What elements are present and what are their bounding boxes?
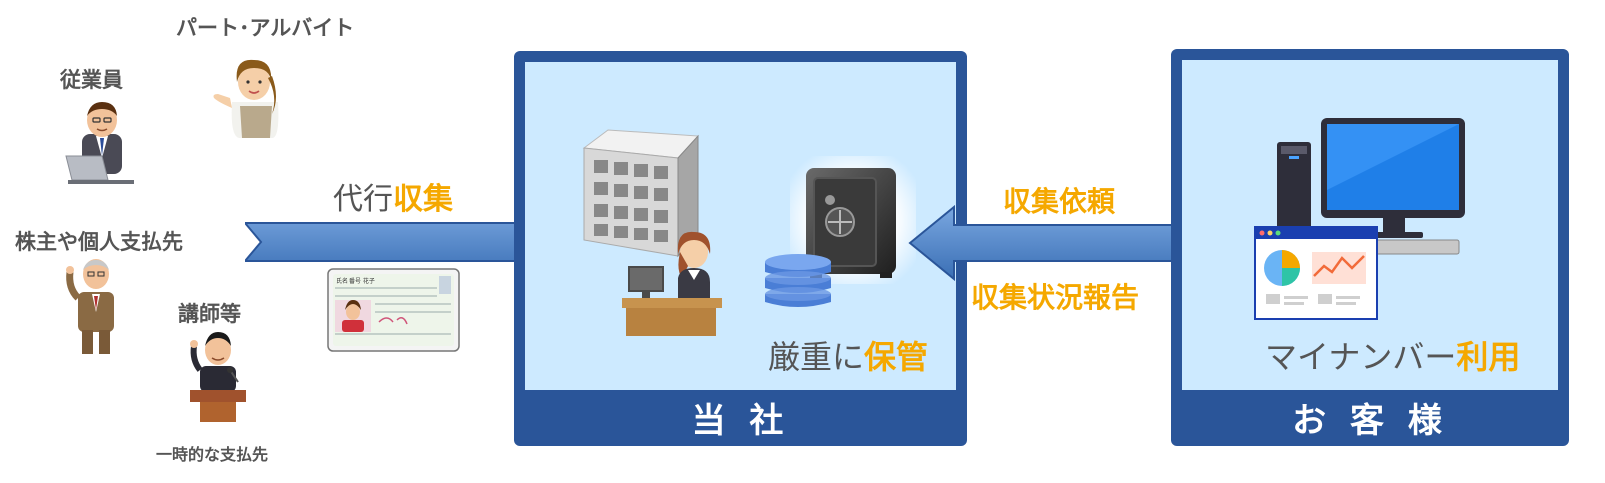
- request-label: 収集依頼: [1003, 185, 1116, 218]
- company-title: 当 社: [691, 401, 790, 441]
- label-employee: 従業員: [60, 68, 123, 92]
- collect-caption: 代行収集: [333, 174, 453, 218]
- collect-caption-prefix: 代行: [333, 182, 393, 217]
- label-temporary: 一時的な支払先: [156, 445, 269, 464]
- shareholder-icon: [66, 259, 114, 354]
- label-part-time: パート･アルバイト: [176, 16, 355, 40]
- storage-caption-prefix: 厳重に: [768, 338, 865, 376]
- office-building-icon: [582, 129, 700, 258]
- label-shareholder: 株主や個人支払先: [15, 230, 183, 254]
- analytics-window-icon: [1254, 226, 1378, 320]
- usage-caption: マイナンバー利用: [1265, 332, 1520, 378]
- usage-caption-prefix: マイナンバー: [1265, 338, 1457, 376]
- customer-panel-inner: [1182, 60, 1558, 390]
- part-time-worker-icon: [213, 59, 279, 138]
- lecturer-icon: [190, 332, 246, 422]
- employee-icon: [65, 102, 134, 184]
- database-icon: [765, 254, 831, 307]
- storage-caption: 厳重に保管: [768, 332, 928, 378]
- card-name-label: 氏名: [336, 277, 348, 285]
- status-report-label: 収集状況報告: [971, 281, 1140, 314]
- my-number-card-icon: 氏名 番号 花子: [327, 268, 460, 352]
- card-name: 番号 花子: [349, 277, 375, 285]
- usage-caption-accent: 利用: [1456, 338, 1521, 376]
- storage-caption-accent: 保管: [864, 338, 929, 376]
- customer-panel: お 客 様: [1171, 49, 1569, 446]
- collect-caption-accent: 収集: [393, 182, 453, 217]
- label-lecturer: 講師等: [178, 302, 241, 326]
- clerk-at-desk-icon: [622, 231, 722, 336]
- customer-title: お 客 様: [1292, 401, 1448, 441]
- desktop-computer-icon: [1277, 118, 1465, 255]
